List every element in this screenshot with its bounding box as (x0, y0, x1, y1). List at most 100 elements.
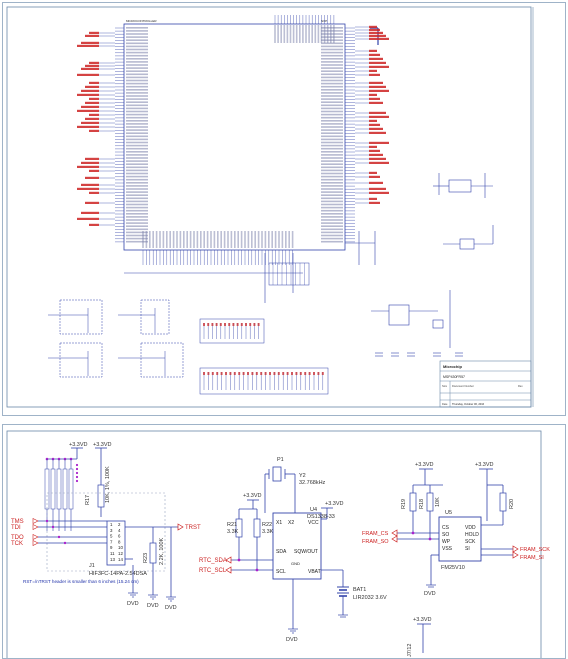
header-a-pin-label (228, 323, 231, 326)
jtag-pin-number: 5 (110, 534, 113, 539)
mcu-right-net-label (369, 53, 380, 56)
fram-r18-value: 10K (435, 497, 441, 507)
rtc-crystal-pin-label: P1 (277, 457, 284, 463)
mcu-left-net-label (81, 211, 99, 214)
header-b-pin-label (225, 372, 227, 375)
mcu-right-net-label (369, 127, 383, 130)
mcu-right-net-label (369, 123, 380, 126)
rtc-rail-label-b: +3.3VD (325, 501, 344, 507)
mcu-left-pin-name (126, 67, 148, 69)
mcu-top-pin-name (314, 25, 317, 43)
oscillator-circuit (371, 173, 494, 348)
mcu-bottom-pin-name (257, 231, 260, 248)
mcu-left-pin-name (126, 178, 148, 181)
fram-pin-vss: VSS (442, 546, 453, 552)
header-b-pin-label (216, 372, 219, 375)
header-a-pin-label (257, 323, 260, 326)
mcu-right-net-label (369, 69, 377, 72)
mcu-right-pin-name (321, 101, 343, 103)
rtc-pin-sqw: SQW/OUT (294, 549, 318, 555)
bottom-part-rail-label: +3.3VD (413, 617, 432, 623)
mcu-right-pin-name (321, 144, 343, 147)
mcu-right-pin-name (321, 213, 343, 215)
mcu-right-net-label (369, 73, 380, 76)
mcu-right-net-label (369, 115, 389, 118)
fram-rail-label-b: +3.3VD (475, 462, 494, 468)
mcu-right-net-label (369, 34, 386, 37)
header-b-pin-label (255, 372, 258, 375)
mcu-right-pins (321, 27, 355, 243)
mcu-left-net-label (77, 93, 99, 96)
mcu-left-net-label (85, 201, 99, 204)
mcu-bottom-pin-name (268, 231, 270, 248)
battery-ref: BAT1 (353, 587, 366, 593)
mcu-left-pin-name (126, 113, 148, 116)
mcu-left-pin-name (126, 85, 148, 88)
mcu-right-pin-name (321, 163, 343, 165)
jtag-note: RST=/nTRST header is smaller than 6 inch… (23, 579, 139, 584)
mcu-right-pin-name (321, 51, 343, 54)
mcu-left-pin-name (126, 42, 148, 45)
mcu-left-pin-name (126, 160, 148, 162)
mcu-bottom-pin-name (271, 231, 273, 248)
mcu-right-pin-name (321, 172, 343, 175)
mcu-left-pin-name (126, 101, 148, 103)
mcu-bottom-pin-name (240, 231, 243, 248)
mcu-top-pin-name (305, 25, 307, 43)
header-b-pin-label (229, 372, 232, 375)
jtag-r23-value: 2.2K, 100K (159, 537, 165, 565)
mcu-left-pin-name (126, 166, 148, 169)
mcu-right-pin-name (321, 228, 343, 231)
mcu-left-pin-name (126, 36, 148, 38)
fram-pin-wp: WP (442, 539, 451, 545)
mcu-top-pin-name (274, 25, 276, 43)
mcu-right-pin-name (321, 95, 343, 97)
mcu-bottom-pin-name (288, 231, 290, 248)
rtc-rail-label-a: +3.3VD (243, 493, 262, 499)
header-block-b (199, 367, 329, 395)
mcu-left-pin-name (126, 120, 148, 122)
rtc-part: DS1338-33 (307, 514, 335, 520)
fram-r20-ref: R20 (509, 499, 515, 509)
jtag-pullup-resistors (44, 459, 74, 531)
mcu-right-pin-name (321, 70, 343, 72)
fram-sck-net: FRAM_SCK (520, 547, 550, 553)
mcu-left-pin-name (126, 194, 148, 196)
mcu-left-pin-name (126, 213, 148, 215)
rtc-pin-x1: X1 (276, 520, 282, 526)
mcu-right-net-label (369, 85, 386, 88)
mcu-right-pin-name (321, 169, 343, 172)
fram-resistor-r19 (409, 492, 417, 512)
mcu-bottom-pin-name (254, 231, 256, 248)
mcu-bottom-pin-name (234, 231, 236, 248)
mcu-left-net-label (89, 97, 99, 100)
mcu-left-net-label (81, 41, 99, 44)
header-b-pin-label (291, 372, 293, 375)
jtag-pullup-r17 (97, 484, 105, 508)
mcu-left-net-label (81, 121, 99, 124)
mcu-right-net-label (369, 141, 389, 144)
jtag-r17-ref: R17 (85, 495, 91, 505)
fram-resistor-r18 (426, 492, 434, 512)
mcu-right-net-label (369, 175, 380, 178)
bottom-part: +3.3VD J7/12 (407, 617, 432, 657)
jtag-pin-number: 13 (110, 557, 115, 562)
mcu-right-pin-name (321, 166, 343, 169)
jtag-pullup-resistor (50, 468, 56, 510)
mcu-right-pin-name (321, 197, 343, 200)
mcu-right-pin-name (321, 110, 343, 113)
fram-resistor-r20 (499, 492, 507, 512)
mcu-right-pin-name (321, 107, 343, 110)
mcu-right-pin-name (321, 175, 343, 178)
mcu-right-net-label (369, 65, 389, 68)
rtc-crystal (272, 466, 282, 482)
fram-so-net: FRAM_SO (362, 539, 389, 545)
mcu-left-pin-name (126, 30, 148, 32)
mcu-top-pin-name (323, 25, 326, 43)
mcu-bottom-pin-name (237, 231, 239, 248)
header-b-pin-label (203, 372, 205, 375)
rtc-scl-net: RTC_SCL (199, 568, 227, 574)
mcu-right-pin-name (321, 42, 343, 45)
